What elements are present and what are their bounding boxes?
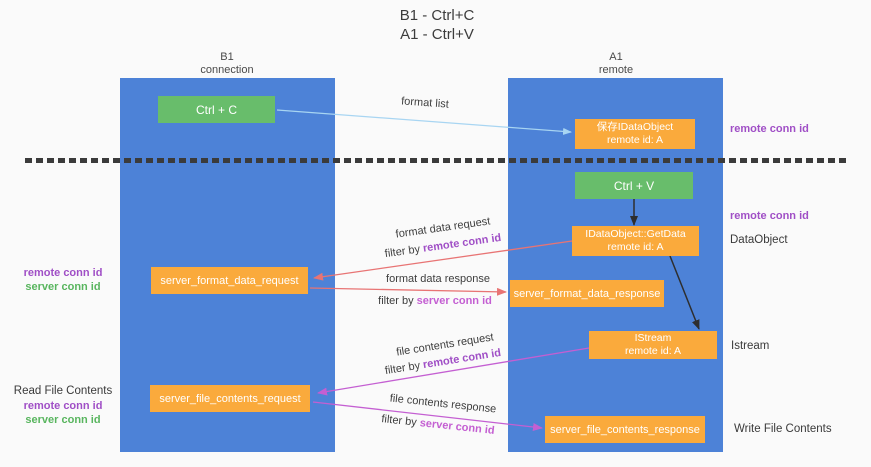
node-idataobject-getdata: IDataObject::GetData remote id: A: [572, 226, 699, 256]
label-remote-conn-id-mid-right: remote conn id: [730, 210, 809, 222]
edge-label-format-data-response: format data response: [386, 273, 490, 285]
filter-key-server-2: server conn id: [419, 417, 496, 437]
node-getdata-line1: IDataObject::GetData: [585, 228, 686, 240]
node-file-response-label: server_file_contents_response: [550, 423, 700, 436]
edge-label-format-list: format list: [400, 95, 450, 111]
label-group-conn-ids-2: remote conn id server conn id: [8, 399, 118, 427]
filter-prefix-3: filter by: [384, 359, 425, 378]
node-ctrl-c: Ctrl + C: [158, 96, 275, 123]
filter-key-server-1: server conn id: [416, 295, 492, 307]
edge-label-filter-server-1: filter by server conn id: [355, 295, 515, 307]
node-getdata-line2: remote id: A: [607, 241, 664, 253]
lane-a1-subtitle: remote: [598, 64, 634, 76]
filter-prefix-4: filter by: [380, 413, 421, 430]
filter-key-remote-1: remote conn id: [422, 231, 502, 255]
lane-header-a1: A1 remote: [556, 51, 676, 77]
node-server-file-contents-request: server_file_contents_request: [150, 385, 310, 412]
node-file-request-label: server_file_contents_request: [159, 392, 301, 405]
node-ctrl-v: Ctrl + V: [575, 172, 693, 199]
label-remote-conn-id-top-right: remote conn id: [730, 123, 809, 135]
label-istream: Istream: [731, 340, 770, 352]
arrow-format-data-response: [309, 287, 507, 296]
label-server-conn-id-left-1: server conn id: [25, 281, 101, 293]
node-format-request-label: server_format_data_request: [160, 274, 299, 287]
node-format-response-label: server_format_data_response: [513, 287, 661, 300]
node-save-idataobject: 保存IDataObject remote id: A: [575, 119, 695, 149]
node-ctrl-v-label: Ctrl + V: [613, 178, 655, 193]
label-group-conn-ids-1: remote conn id server conn id: [8, 266, 118, 294]
lane-header-b1: B1 connection: [167, 51, 287, 77]
diagram-title-line1: B1 - Ctrl+C: [399, 7, 475, 24]
node-server-file-contents-response: server_file_contents_response: [545, 416, 705, 443]
label-read-file-contents: Read File Contents: [13, 385, 113, 397]
lane-a1-title: A1: [609, 51, 623, 63]
filter-prefix-2: filter by: [378, 295, 417, 307]
node-istream-line1: IStream: [634, 332, 672, 344]
lane-b1-title: B1: [220, 51, 234, 63]
filter-prefix-1: filter by: [384, 242, 424, 261]
diagram-title: B1 - Ctrl+C A1 - Ctrl+V: [337, 6, 537, 44]
label-dataobject: DataObject: [730, 234, 788, 246]
node-server-format-data-request: server_format_data_request: [151, 267, 308, 294]
node-istream: IStream remote id: A: [589, 331, 717, 359]
node-istream-line2: remote id: A: [624, 345, 682, 357]
node-save-idataobject-line1: 保存IDataObject: [596, 121, 674, 133]
node-save-idataobject-line2: remote id: A: [606, 134, 664, 146]
node-server-format-data-response: server_format_data_response: [510, 280, 664, 307]
label-remote-conn-id-left-2: remote conn id: [23, 400, 103, 412]
label-server-conn-id-left-2: server conn id: [25, 414, 101, 426]
node-ctrl-c-label: Ctrl + C: [195, 102, 237, 117]
diagram-title-line2: A1 - Ctrl+V: [400, 26, 474, 43]
label-write-file-contents: Write File Contents: [734, 423, 832, 435]
dashed-separator: [25, 158, 848, 163]
lane-b1-subtitle: connection: [200, 64, 254, 76]
label-remote-conn-id-left-1: remote conn id: [23, 267, 103, 279]
